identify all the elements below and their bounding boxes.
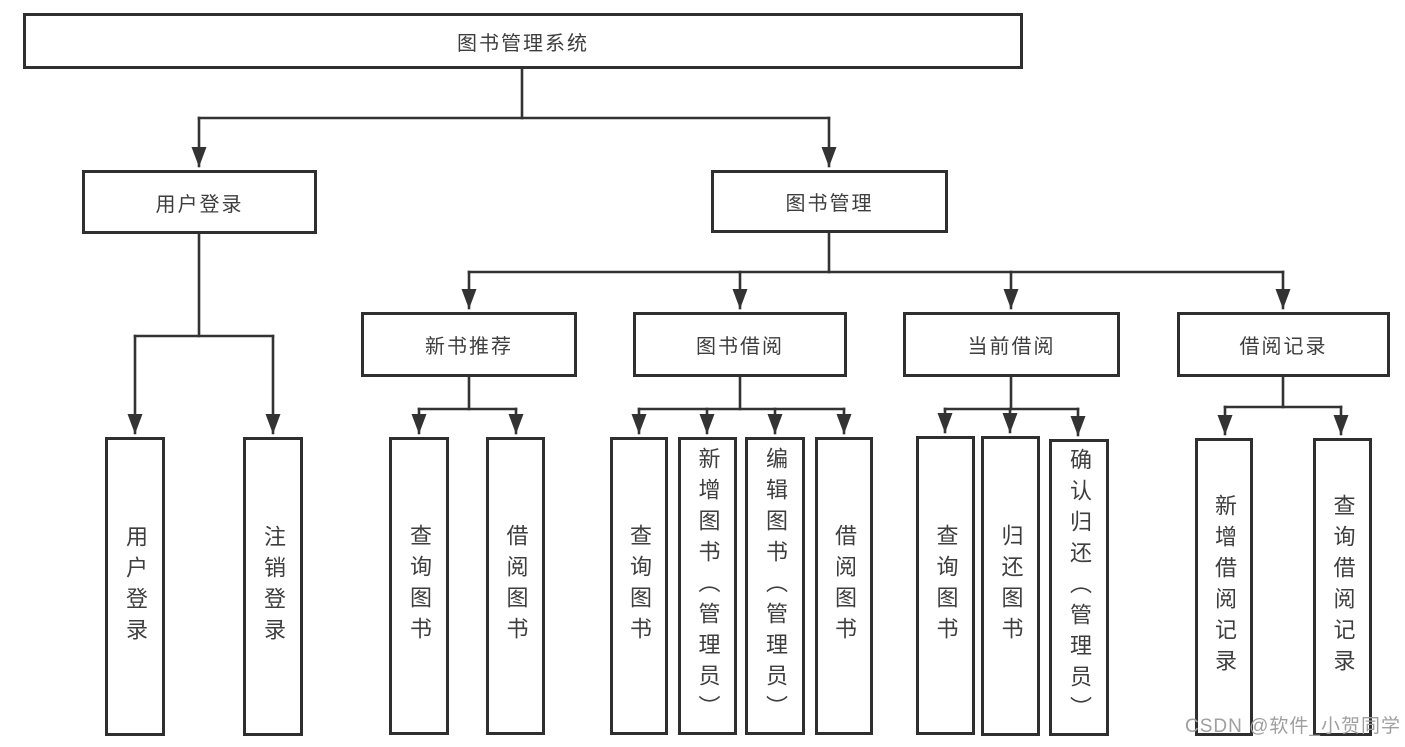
- leaf-query-books-borrow: 查询图书: [610, 437, 668, 735]
- node-book-management-label: 图书管理: [785, 193, 874, 215]
- leaf-borrow-books-label: 借阅图书: [832, 524, 857, 648]
- node-user-login-label: 用户登录: [155, 193, 244, 216]
- node-current-borrowing: 当前借阅: [903, 312, 1120, 377]
- leaf-query-borrow-record: 查询借阅记录: [1313, 438, 1372, 736]
- leaf-return-books: 归还图书: [981, 436, 1040, 736]
- leaf-confirm-return-admin: 确认归还（管理员）: [1049, 439, 1109, 736]
- node-borrowing-records: 借阅记录: [1177, 312, 1390, 377]
- leaf-query-books-current: 查询图书: [916, 436, 975, 735]
- csdn-watermark: CSDN @软件_小贺同学: [1185, 716, 1401, 737]
- leaf-logout: 注销登录: [243, 437, 303, 736]
- leaf-borrow-books-recommend: 借阅图书: [486, 437, 545, 735]
- leaf-user-login-label: 用户登录: [123, 524, 148, 649]
- node-book-borrowing-label: 图书借阅: [696, 336, 784, 358]
- leaf-query-books-borrow-label: 查询图书: [627, 524, 652, 648]
- leaf-edit-books-admin: 编辑图书（管理员）: [745, 437, 805, 735]
- node-new-book-recommend-label: 新书推荐: [425, 336, 513, 358]
- node-new-book-recommend: 新书推荐: [361, 312, 577, 377]
- leaf-user-login: 用户登录: [105, 437, 165, 736]
- node-root-library-system: 图书管理系统: [23, 13, 1023, 69]
- leaf-query-books-recommend-label: 查询图书: [407, 524, 432, 648]
- leaf-logout-label: 注销登录: [261, 524, 286, 649]
- leaf-add-books-admin: 新增图书（管理员）: [678, 437, 737, 735]
- node-user-login: 用户登录: [82, 170, 317, 234]
- node-borrowing-records-label: 借阅记录: [1239, 336, 1328, 358]
- node-book-management: 图书管理: [711, 170, 948, 233]
- leaf-query-books-current-label: 查询图书: [933, 523, 959, 648]
- node-root-label: 图书管理系统: [457, 32, 589, 55]
- leaf-edit-books-admin-label: 编辑图书（管理员）: [763, 446, 788, 726]
- leaf-add-borrow-record-label: 新增借阅记录: [1212, 494, 1237, 680]
- leaf-return-books-label: 归还图书: [998, 524, 1024, 648]
- leaf-query-borrow-record-label: 查询借阅记录: [1330, 494, 1356, 680]
- leaf-query-books-recommend: 查询图书: [389, 437, 449, 735]
- leaf-borrow-books-recommend-label: 借阅图书: [503, 524, 529, 648]
- leaf-add-borrow-record: 新增借阅记录: [1195, 438, 1253, 736]
- node-book-borrowing: 图书借阅: [633, 312, 847, 377]
- node-current-borrowing-label: 当前借阅: [967, 336, 1056, 358]
- leaf-borrow-books: 借阅图书: [815, 437, 873, 735]
- leaf-add-books-admin-label: 新增图书（管理员）: [695, 446, 721, 726]
- leaf-confirm-return-admin-label: 确认归还（管理员）: [1067, 448, 1092, 727]
